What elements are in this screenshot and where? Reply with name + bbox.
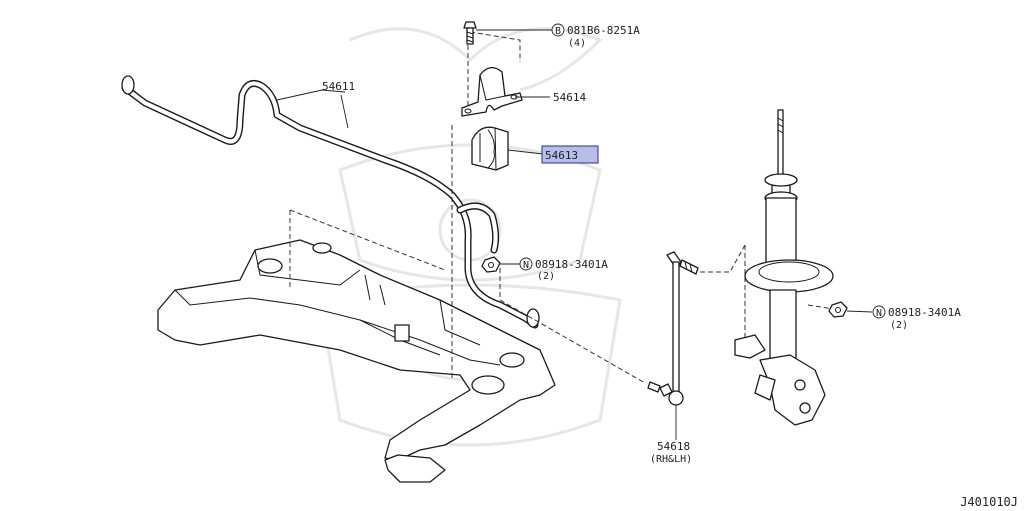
diagram-id: J401010J: [960, 495, 1018, 509]
stabilizer-link-part: [647, 251, 699, 406]
strut-assembly: [734, 109, 834, 426]
bolt-part: [463, 21, 477, 45]
nut-left-ref-label: 08918-3401A: [535, 258, 608, 271]
callout-nut-right[interactable]: N 08918-3401A (2): [872, 305, 961, 331]
bolt-ref-label: 081B6-8251A: [567, 24, 640, 37]
nut-right-ref-label: 08918-3401A: [888, 306, 961, 319]
highlight-box: [541, 145, 599, 164]
nut-right-part: [828, 301, 848, 318]
bushing-label: 54613: [545, 149, 578, 162]
bolt-qty-label: (4): [568, 38, 586, 49]
callout-link[interactable]: 54618 (RH&LH): [650, 440, 692, 465]
front-crossmember: [157, 239, 556, 483]
nut-left-part: [481, 256, 501, 273]
callout-nut-left[interactable]: N 08918-3401A (2): [519, 257, 608, 282]
stabilizer-bar: [121, 75, 540, 329]
clamp-part: [461, 67, 523, 117]
circle-n-icon: [519, 257, 533, 271]
callout-bolt[interactable]: B 081B6-8251A (4): [551, 23, 640, 49]
link-label: 54618: [657, 440, 690, 453]
nut-left-prefix: N: [523, 260, 529, 271]
nut-left-qty-label: (2): [537, 271, 555, 282]
link-side-label: (RH&LH): [650, 454, 692, 465]
nut-right-qty-label: (2): [890, 320, 908, 331]
assembly-lines: [289, 31, 841, 384]
nut-right-prefix: N: [876, 308, 882, 319]
circle-b-icon: [551, 23, 565, 37]
callout-stabilizer-bar[interactable]: 54611: [322, 80, 355, 93]
circle-n-icon: [872, 305, 886, 319]
leader-lines: [276, 29, 873, 440]
clamp-label: 54614: [553, 91, 586, 104]
bushing-part: [471, 126, 509, 171]
stabilizer-bar-label: 54611: [322, 80, 355, 93]
callout-bushing[interactable]: 54613: [541, 145, 599, 164]
callout-clamp[interactable]: 54614: [553, 91, 586, 104]
bolt-prefix: B: [555, 26, 561, 37]
